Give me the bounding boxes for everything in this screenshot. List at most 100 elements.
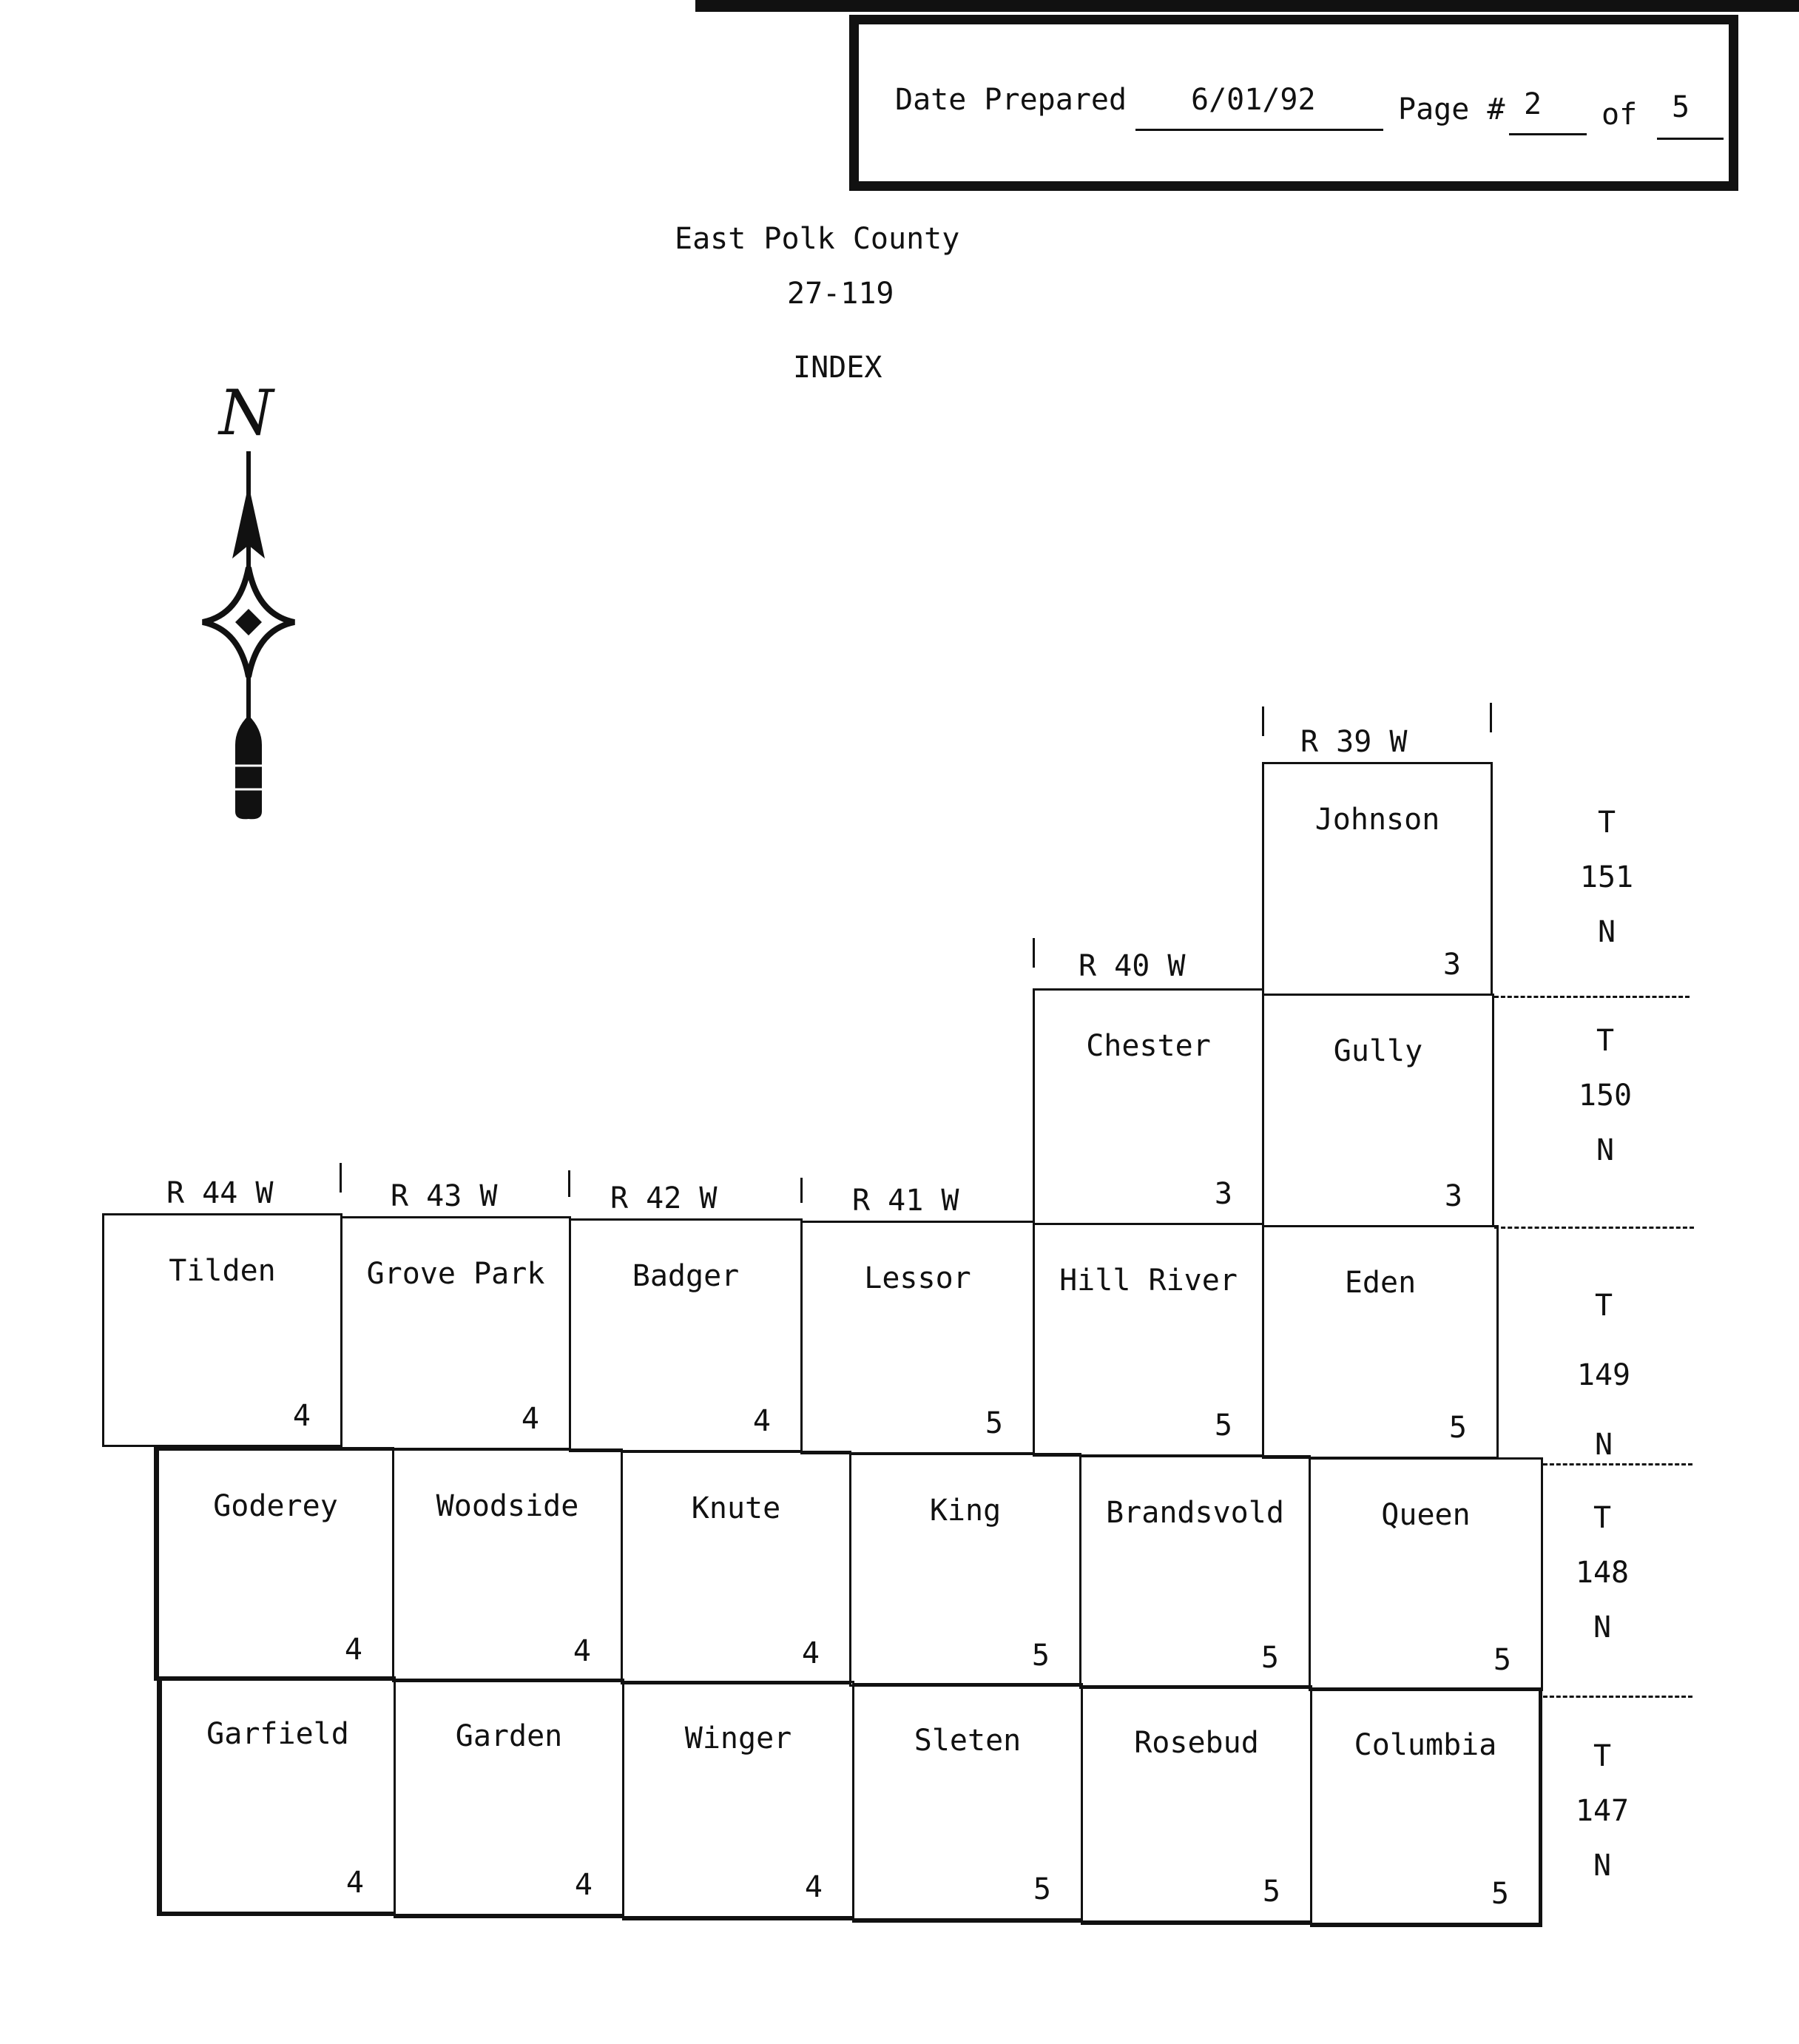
range-label-r42w: R 42 W	[610, 1181, 718, 1215]
township-name: Sleten	[914, 1724, 1022, 1758]
compass-label: N	[217, 377, 275, 449]
date-underline	[1135, 129, 1383, 131]
township-name: Eden	[1344, 1266, 1417, 1300]
north-arrow-icon: N	[183, 374, 317, 835]
township-cell-chester: Chester 3	[1033, 988, 1264, 1225]
township-separator	[1494, 1227, 1694, 1229]
page-underline	[1509, 133, 1587, 135]
range-tick	[1262, 706, 1264, 736]
sheet-number: 4	[292, 1399, 311, 1433]
township-cell-winger: Winger 4	[622, 1681, 854, 1920]
sheet-number: 3	[1444, 1179, 1462, 1213]
sheet-number: 3	[1214, 1177, 1232, 1211]
sheet-number: 3	[1442, 948, 1461, 982]
sheet-number: 4	[801, 1636, 820, 1670]
page-total-value: 5	[1672, 90, 1690, 124]
sheet-number: 4	[804, 1870, 823, 1904]
township-label-t147n: T 147 N	[1575, 1739, 1630, 1883]
sheet-number: 5	[1260, 1641, 1279, 1675]
township-name: Gully	[1333, 1034, 1423, 1068]
township-cell-sleten: Sleten 5	[852, 1683, 1083, 1923]
township-cell-gully: Gully 3	[1262, 994, 1494, 1227]
township-label-t149n: T 149 N	[1576, 1289, 1631, 1462]
township-cell-brandsvold: Brandsvold 5	[1079, 1455, 1311, 1689]
township-cell-woodside: Woodside 4	[392, 1448, 623, 1682]
sheet-number: 4	[344, 1633, 362, 1667]
sheet-number: 5	[1491, 1877, 1509, 1911]
sheet-number: 4	[345, 1866, 364, 1900]
range-tick	[340, 1163, 342, 1193]
page-number-value: 2	[1524, 87, 1542, 121]
sheet-number: 5	[1214, 1409, 1232, 1443]
sheet-number: 5	[1493, 1643, 1511, 1677]
township-cell-garfield: Garfield 4	[157, 1676, 396, 1916]
township-name: Chester	[1086, 1029, 1211, 1063]
sheet-number: 4	[573, 1634, 591, 1668]
range-tick	[800, 1178, 803, 1203]
header-box	[849, 15, 1738, 191]
top-border-line	[695, 0, 1799, 12]
range-tick	[1033, 938, 1035, 968]
township-cell-johnson: Johnson 3	[1262, 762, 1493, 996]
township-cell-goderey: Goderey 4	[154, 1447, 394, 1681]
township-name: Brandsvold	[1106, 1496, 1284, 1530]
date-prepared-value: 6/01/92	[1191, 83, 1316, 117]
township-name: Johnson	[1314, 803, 1440, 837]
township-cell-king: King 5	[849, 1453, 1081, 1687]
of-label: of	[1601, 98, 1638, 132]
date-prepared-label: Date Prepared	[895, 83, 1127, 117]
township-cell-queen: Queen 5	[1309, 1457, 1543, 1691]
page-label: Page #	[1398, 92, 1505, 127]
township-name: Goderey	[213, 1489, 338, 1523]
county-title: East Polk County	[675, 222, 960, 256]
township-cell-columbia: Columbia 5	[1310, 1687, 1542, 1927]
county-code: 27-119	[787, 277, 894, 311]
township-cell-garden: Garden 4	[394, 1679, 624, 1918]
range-tick	[568, 1170, 570, 1197]
range-label-r44w: R 44 W	[166, 1176, 274, 1210]
township-cell-rosebud: Rosebud 5	[1081, 1685, 1312, 1925]
sheet-number: 5	[1448, 1411, 1467, 1445]
township-name: Knute	[691, 1491, 781, 1525]
township-cell-tilden: Tilden 4	[102, 1213, 342, 1447]
township-name: Lessor	[864, 1261, 971, 1295]
sheet-number: 4	[521, 1402, 539, 1436]
township-label-t148n: T 148 N	[1575, 1501, 1630, 1645]
township-name: Garden	[455, 1719, 563, 1753]
township-name: Hill River	[1059, 1264, 1238, 1298]
township-name: Tilden	[169, 1254, 276, 1288]
range-tick	[1490, 703, 1492, 732]
sheet-number: 5	[1031, 1639, 1050, 1673]
township-separator	[1543, 1696, 1692, 1698]
township-label-t151n: T 151 N	[1579, 806, 1634, 949]
township-cell-knute: Knute 4	[621, 1451, 851, 1684]
township-name: Columbia	[1354, 1728, 1497, 1762]
township-name: Winger	[684, 1721, 792, 1755]
sheet-number: 5	[985, 1406, 1003, 1440]
range-label-r39w: R 39 W	[1300, 725, 1408, 759]
township-cell-hill-river: Hill River 5	[1033, 1223, 1264, 1457]
township-cell-lessor: Lessor 5	[800, 1221, 1035, 1454]
township-cell-badger: Badger 4	[569, 1218, 803, 1452]
total-underline	[1657, 138, 1724, 140]
range-label-r43w: R 43 W	[391, 1179, 498, 1213]
township-name: Woodside	[436, 1489, 579, 1523]
township-name: King	[929, 1494, 1002, 1528]
township-name: Queen	[1381, 1498, 1471, 1532]
sheet-number: 5	[1262, 1875, 1280, 1909]
township-name: Badger	[632, 1259, 740, 1293]
sheet-number: 4	[574, 1868, 593, 1902]
township-separator	[1543, 1463, 1692, 1465]
range-label-r40w: R 40 W	[1079, 949, 1186, 983]
township-separator	[1494, 996, 1690, 998]
township-cell-grove-park: Grove Park 4	[340, 1216, 571, 1450]
sheet-number: 4	[752, 1404, 771, 1438]
township-name: Rosebud	[1134, 1726, 1259, 1760]
index-heading: INDEX	[793, 351, 882, 385]
township-name: Grove Park	[366, 1257, 545, 1291]
sheet-number: 5	[1033, 1872, 1051, 1906]
township-cell-eden: Eden 5	[1262, 1225, 1499, 1459]
range-label-r41w: R 41 W	[852, 1184, 959, 1218]
township-name: Garfield	[206, 1717, 349, 1751]
township-label-t150n: T 150 N	[1578, 1024, 1633, 1167]
